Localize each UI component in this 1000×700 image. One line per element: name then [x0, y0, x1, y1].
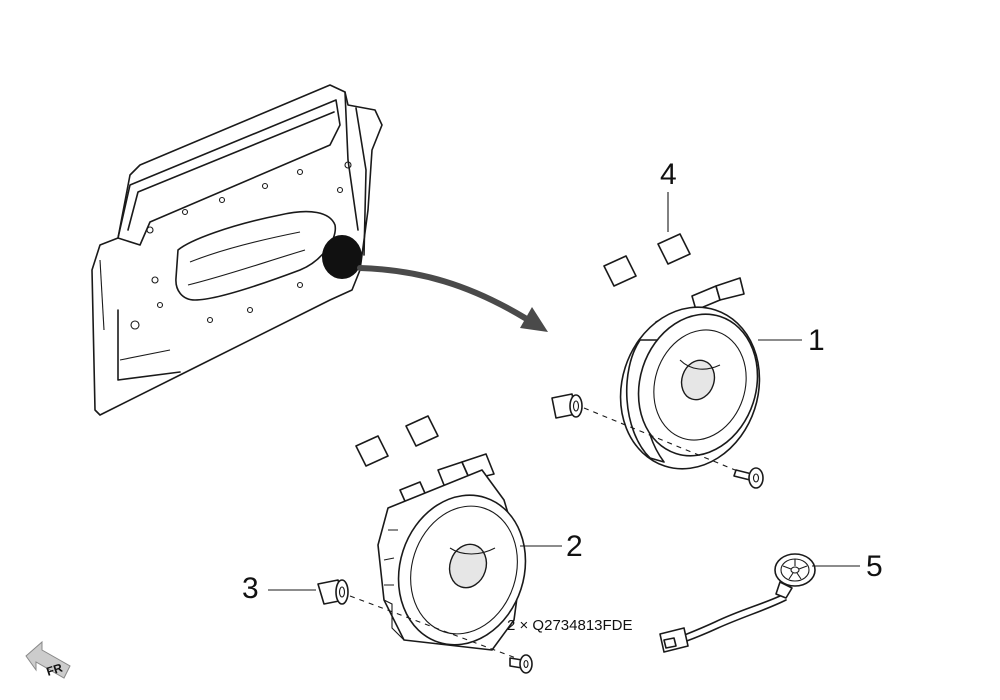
- callout-5: 5: [866, 550, 883, 583]
- speaker-part-1: [619, 277, 761, 470]
- pad-upper-left: [603, 255, 637, 287]
- pad-upper-right: [657, 233, 691, 265]
- fastener-note: 2 × Q2734813FDE: [507, 617, 633, 634]
- screw-part-2-right: [509, 654, 533, 674]
- callout-3: 3: [242, 572, 259, 605]
- wire-harness: [659, 595, 787, 653]
- direction-arrow: [357, 265, 548, 332]
- speaker-part-2: [377, 453, 527, 651]
- pad-lower-right: [405, 415, 439, 447]
- callout-2: 2: [566, 530, 583, 563]
- front-door-panel: [91, 84, 383, 416]
- callout-1: 1: [808, 324, 825, 357]
- front-direction-arrow-icon: FR: [25, 640, 71, 679]
- pad-lower-left: [355, 435, 389, 467]
- fr-label: FR: [45, 660, 65, 678]
- speaker-location-mark: [322, 235, 362, 279]
- screw-part-1-right: [733, 467, 764, 489]
- screw-part-1-left: [551, 393, 583, 419]
- screw-part-3: [317, 579, 349, 605]
- tweeter-part-5: [774, 553, 816, 599]
- screw-axis-part-1: [583, 407, 741, 473]
- callout-4: 4: [660, 158, 677, 191]
